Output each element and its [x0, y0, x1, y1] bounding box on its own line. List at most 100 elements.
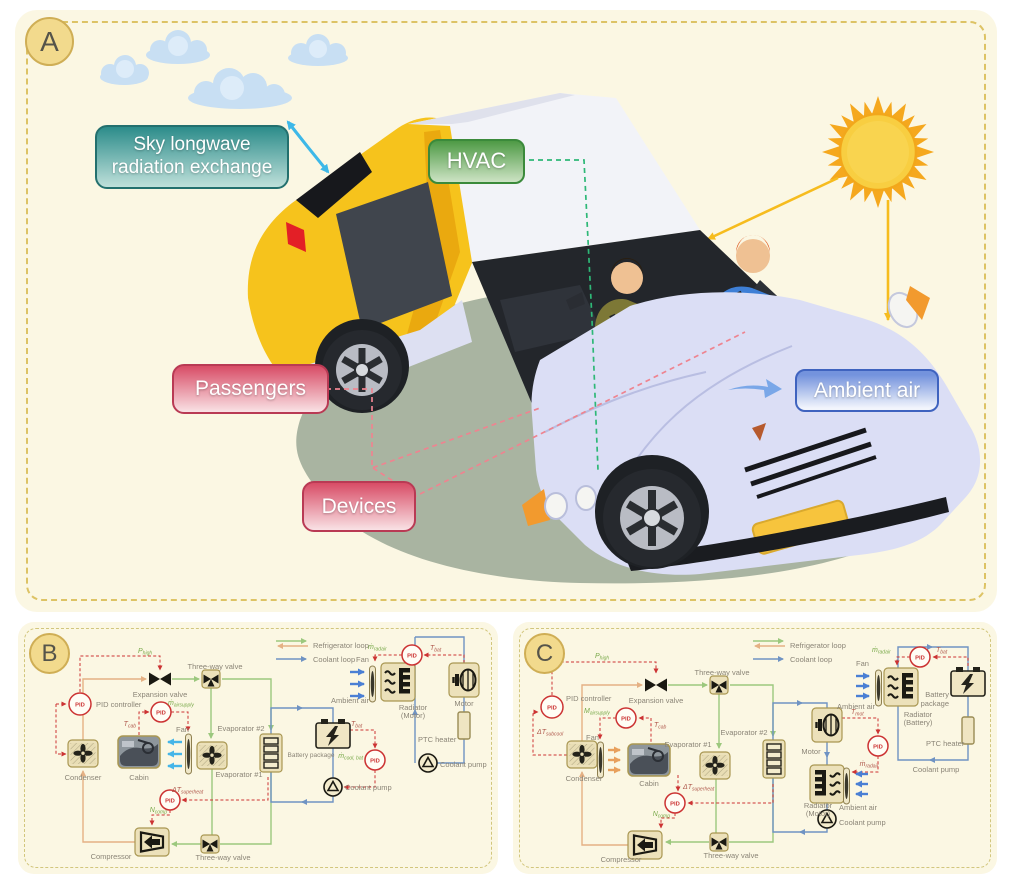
components — [67, 661, 481, 858]
svg-text:Ambient air: Ambient air — [837, 702, 875, 711]
variable-labels: Phigh ṁairsupply Tcab ΔTsuperheat Ncomp … — [124, 644, 442, 816]
pid-battery: PID — [364, 749, 386, 771]
svg-text:(Battery): (Battery) — [904, 718, 933, 727]
control-lines — [55, 652, 465, 826]
panel-a-badge: A — [25, 17, 74, 66]
pid-cabin: PID — [615, 707, 637, 729]
svg-text:Three-way valve: Three-way valve — [703, 851, 758, 860]
motor-radiator-fan-icon — [843, 767, 850, 805]
svg-text:Coolant pump: Coolant pump — [913, 765, 960, 774]
svg-text:Fan: Fan — [176, 725, 189, 734]
pid-expansion: PID — [68, 692, 92, 716]
var-n-comp: Ncomp — [653, 811, 671, 820]
rear-wheel — [315, 319, 409, 413]
ambient-air-label: Ambient air — [795, 369, 939, 412]
var-p-high: Phigh — [138, 648, 152, 657]
svg-text:PID: PID — [547, 706, 557, 712]
var-t-bat: Tbat — [351, 721, 363, 730]
evaporator-2-icon — [259, 733, 283, 773]
svg-text:PID: PID — [407, 654, 417, 660]
sun-icon — [822, 96, 934, 208]
var-m-cool-bat: ṁcool, bat — [338, 753, 363, 762]
svg-text:Evaporator #1: Evaporator #1 — [215, 770, 262, 779]
cabin-image — [117, 735, 161, 769]
devices-label: Devices — [302, 481, 416, 532]
component-labels: PID controller Expansion valve Three-way… — [566, 659, 965, 864]
svg-text:PID controller: PID controller — [566, 694, 612, 703]
pid-controllers: PID PID PID PID PID — [540, 646, 931, 814]
var-m-radair: ṁradair — [368, 644, 387, 653]
pid-battery: PID — [909, 646, 931, 668]
svg-text:Evaporator #1: Evaporator #1 — [664, 740, 711, 749]
svg-text:PID: PID — [621, 717, 631, 723]
svg-text:PID: PID — [915, 656, 925, 662]
coolant-pump-icon — [323, 777, 343, 797]
three-way-valve-icon — [709, 675, 729, 695]
panel-a-badge-letter: A — [40, 25, 59, 57]
var-m-airsupply: ṁairsupply — [168, 700, 194, 709]
wires — [579, 644, 969, 846]
cloud-icon — [146, 30, 210, 64]
ptc-heater-icon — [457, 711, 471, 740]
cabin-air-arrows — [167, 738, 182, 770]
motor-icon — [810, 706, 844, 744]
svg-text:PID: PID — [165, 799, 175, 805]
svg-text:Compressor: Compressor — [91, 852, 132, 861]
cabin-fan-icon — [185, 733, 192, 775]
svg-text:Radiator: Radiator — [804, 801, 833, 810]
expansion-valve-icon — [149, 672, 171, 686]
control-lines — [532, 654, 969, 829]
compressor-icon — [133, 826, 171, 858]
svg-text:package: package — [921, 699, 949, 708]
evaporator-1-icon — [196, 741, 228, 770]
pid-superheat: PID — [159, 789, 181, 811]
legend-coolant: Coolant loop — [313, 655, 355, 664]
svg-text:Cabin: Cabin — [129, 773, 149, 782]
headlights — [522, 286, 930, 526]
svg-text:Condenser: Condenser — [566, 774, 603, 783]
svg-text:Radiator: Radiator — [399, 703, 428, 712]
svg-text:Three-way valve: Three-way valve — [195, 853, 250, 862]
var-m-radair-battery: ṁradair — [872, 647, 891, 656]
svg-text:Fan: Fan — [856, 659, 869, 668]
hvac-connector — [520, 159, 599, 471]
schematic-c: Refrigerator loop Coolant loop — [532, 638, 986, 864]
legend-refrigerator: Refrigerator loop — [313, 641, 369, 650]
panel-c-badge: C — [524, 633, 565, 674]
svg-text:Fan: Fan — [356, 655, 369, 664]
side-mirror — [566, 292, 585, 310]
passengers-label: Passengers — [172, 364, 329, 414]
svg-text:Motor: Motor — [801, 747, 821, 756]
legend: Refrigerator loop Coolant loop — [276, 638, 369, 664]
svg-text:(Motor): (Motor) — [806, 809, 831, 818]
pid-motor: PID — [867, 735, 889, 757]
pid-cabin: PID — [150, 701, 172, 723]
svg-text:Evaporator #2: Evaporator #2 — [720, 728, 767, 737]
var-dt-superheat: ΔTsuperheat — [171, 787, 204, 796]
battery-radiator-fan-icon — [875, 669, 882, 707]
svg-text:Fan: Fan — [586, 733, 599, 742]
vehicle-scene-art — [100, 30, 981, 584]
three-way-valve-icon — [201, 669, 221, 689]
pid-controllers: PID PID PID PID PID — [68, 644, 423, 811]
radiator-motor-icon — [809, 764, 845, 804]
svg-text:Expansion valve: Expansion valve — [629, 696, 684, 705]
var-t-cab: Tcab — [124, 721, 137, 730]
svg-text:Three-way valve: Three-way valve — [694, 668, 749, 677]
radiator-battery-icon — [883, 667, 919, 707]
var-p-high: Phigh — [595, 653, 609, 662]
battery-package-icon — [315, 718, 351, 749]
svg-text:Radiator: Radiator — [904, 710, 933, 719]
clouds — [100, 30, 348, 109]
evaporator-2-icon — [762, 739, 786, 779]
cabin-air-arrows — [608, 746, 621, 774]
svg-text:Coolant pump: Coolant pump — [839, 818, 886, 827]
svg-text:Battery package: Battery package — [288, 752, 335, 759]
panel-b-badge: B — [29, 633, 70, 674]
pid-superheat: PID — [664, 792, 686, 814]
hvac-label: HVAC — [428, 139, 525, 184]
svg-text:Motor: Motor — [454, 699, 474, 708]
component-labels: PID controller Expansion valve Three-way… — [65, 655, 487, 862]
radiator-air-arrows — [350, 668, 365, 700]
battery-radiator-air-arrows — [856, 672, 870, 700]
